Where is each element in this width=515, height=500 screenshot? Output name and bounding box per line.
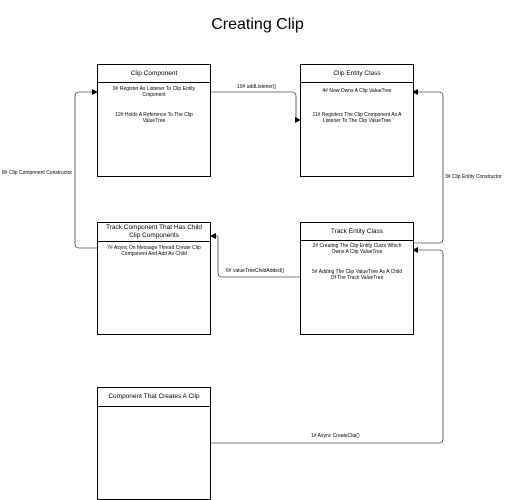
track-component-box: Track Component That Has Child Clip Comp… (97, 222, 211, 335)
clip-entity-title: Clip Entity Class (301, 65, 413, 83)
clip-component-note-reference: 12# Holds A Reference To The Clip ValueT… (115, 112, 193, 124)
label-add-listener: 10# addListener() (237, 84, 277, 90)
clip-entity-box: Clip Entity Class 4# Now Owns A Clip Val… (300, 64, 414, 177)
clip-entity-note-owns: 4# Now Owns A Clip ValueTree (322, 88, 392, 94)
track-entity-title: Track Entity Class (301, 223, 413, 241)
track-component-note-async: 7# Async On Message Thread Create Clip C… (107, 245, 201, 257)
edge-async-create-clip (210, 247, 444, 444)
track-entity-box: Track Entity Class 2# Creating The Clip … (300, 222, 414, 335)
creator-box: Component That Creates A Clip (97, 387, 211, 500)
diagram-title: Creating Clip (211, 16, 304, 33)
creator-title: Component That Creates A Clip (98, 388, 210, 407)
label-async-create-clip: 1# Async CreateClip() (311, 433, 360, 439)
edge-add-listener (210, 91, 301, 123)
edge-clip-entity-ctor (412, 89, 444, 244)
clip-component-box: Clip Component 9# Register As Listener T… (97, 64, 211, 177)
track-entity-note-adding: 5# Adding The Clip ValueTree As A Child … (312, 269, 402, 281)
label-clip-component-ctor: 8# Clip Component Constructor (2, 170, 73, 176)
label-clip-entity-ctor: 3# Clip Entity Constructor (445, 174, 502, 180)
track-component-title: Track Component That Has Child Clip Comp… (98, 223, 210, 242)
clip-entity-note-registers: 11# Registers The Clip Component As A Li… (312, 112, 402, 124)
edge-clip-component-ctor (74, 89, 98, 249)
track-entity-note-creating: 2# Creating The Clip Entity Class Which … (312, 243, 402, 255)
edge-value-tree-child-added (210, 233, 300, 278)
clip-component-title: Clip Component (98, 65, 210, 83)
clip-component-note-register: 9# Register As Listener To Clip Entity C… (112, 86, 196, 98)
label-value-tree-child-added: 6# valueTreeChildAdded() (226, 268, 285, 274)
